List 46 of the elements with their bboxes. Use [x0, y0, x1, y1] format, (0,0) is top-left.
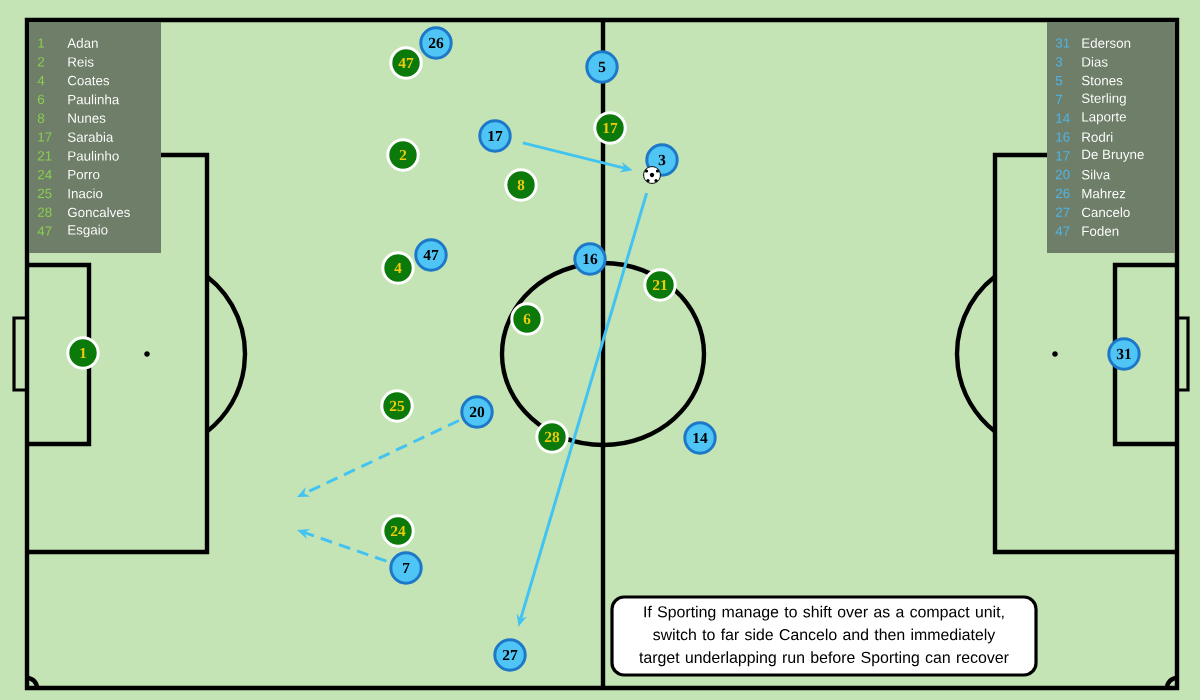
- player-name: Stones: [1081, 75, 1123, 86]
- player-name: Inacio: [68, 188, 103, 199]
- shirt-number: 1: [38, 38, 45, 48]
- shirt-number: 5: [1055, 75, 1063, 86]
- player-name: Mahrez: [1082, 188, 1126, 199]
- football: [643, 166, 661, 184]
- shirt-number: 3: [1055, 57, 1063, 67]
- player-name: Laporte: [1082, 112, 1126, 125]
- player-name: Nunes: [68, 113, 106, 123]
- player-name: Paulinha: [68, 94, 120, 105]
- player-name: Porro: [68, 169, 100, 180]
- player-name: Sterling: [1081, 93, 1126, 106]
- player-name: Esgaio: [68, 224, 108, 238]
- player-name: Sarabia: [67, 132, 114, 142]
- shirt-number: 6: [37, 94, 45, 105]
- shirt-number: 24: [37, 169, 52, 180]
- shirt-number: 2: [37, 57, 45, 67]
- shirt-number: 20: [1055, 169, 1070, 180]
- note-box: If Sporting manage to shift over as a compact unit, switch to far side Cancelo and then immediately target underlapping run before Sporting can recover: [610, 595, 1038, 677]
- shirt-number: 47: [37, 226, 52, 236]
- player-name: Paulinho: [68, 150, 119, 161]
- shirt-number: 16: [1056, 132, 1070, 142]
- player-name: Reis: [68, 56, 94, 67]
- shirt-number: 4: [37, 76, 45, 86]
- shirt-number: 8: [37, 113, 45, 123]
- shirt-number: 26: [1055, 188, 1070, 199]
- player-name: Goncalves: [67, 207, 130, 218]
- player-name: Rodri: [1082, 132, 1113, 142]
- shirt-number: 14: [1056, 113, 1070, 123]
- shirt-number: 17: [1056, 151, 1070, 161]
- shirt-number: 47: [1055, 226, 1070, 236]
- player-name: Coates: [67, 75, 110, 86]
- player-name: Foden: [1082, 226, 1119, 236]
- player-name: Silva: [1081, 169, 1111, 180]
- player-name: De Bruyne: [1082, 149, 1144, 162]
- shirt-number: 7: [1055, 94, 1063, 104]
- shirt-number: 27: [1055, 207, 1070, 217]
- shirt-number: 17: [38, 132, 52, 142]
- shirt-number: 28: [37, 207, 52, 217]
- player-name: Dias: [1082, 56, 1108, 67]
- player-name: Adan: [67, 38, 98, 48]
- player-name: Cancelo: [1081, 207, 1130, 218]
- shirt-number: 31: [1055, 38, 1070, 48]
- shirt-number: 21: [37, 151, 52, 161]
- player-name: Ederson: [1082, 38, 1131, 48]
- shirt-number: 25: [37, 188, 52, 199]
